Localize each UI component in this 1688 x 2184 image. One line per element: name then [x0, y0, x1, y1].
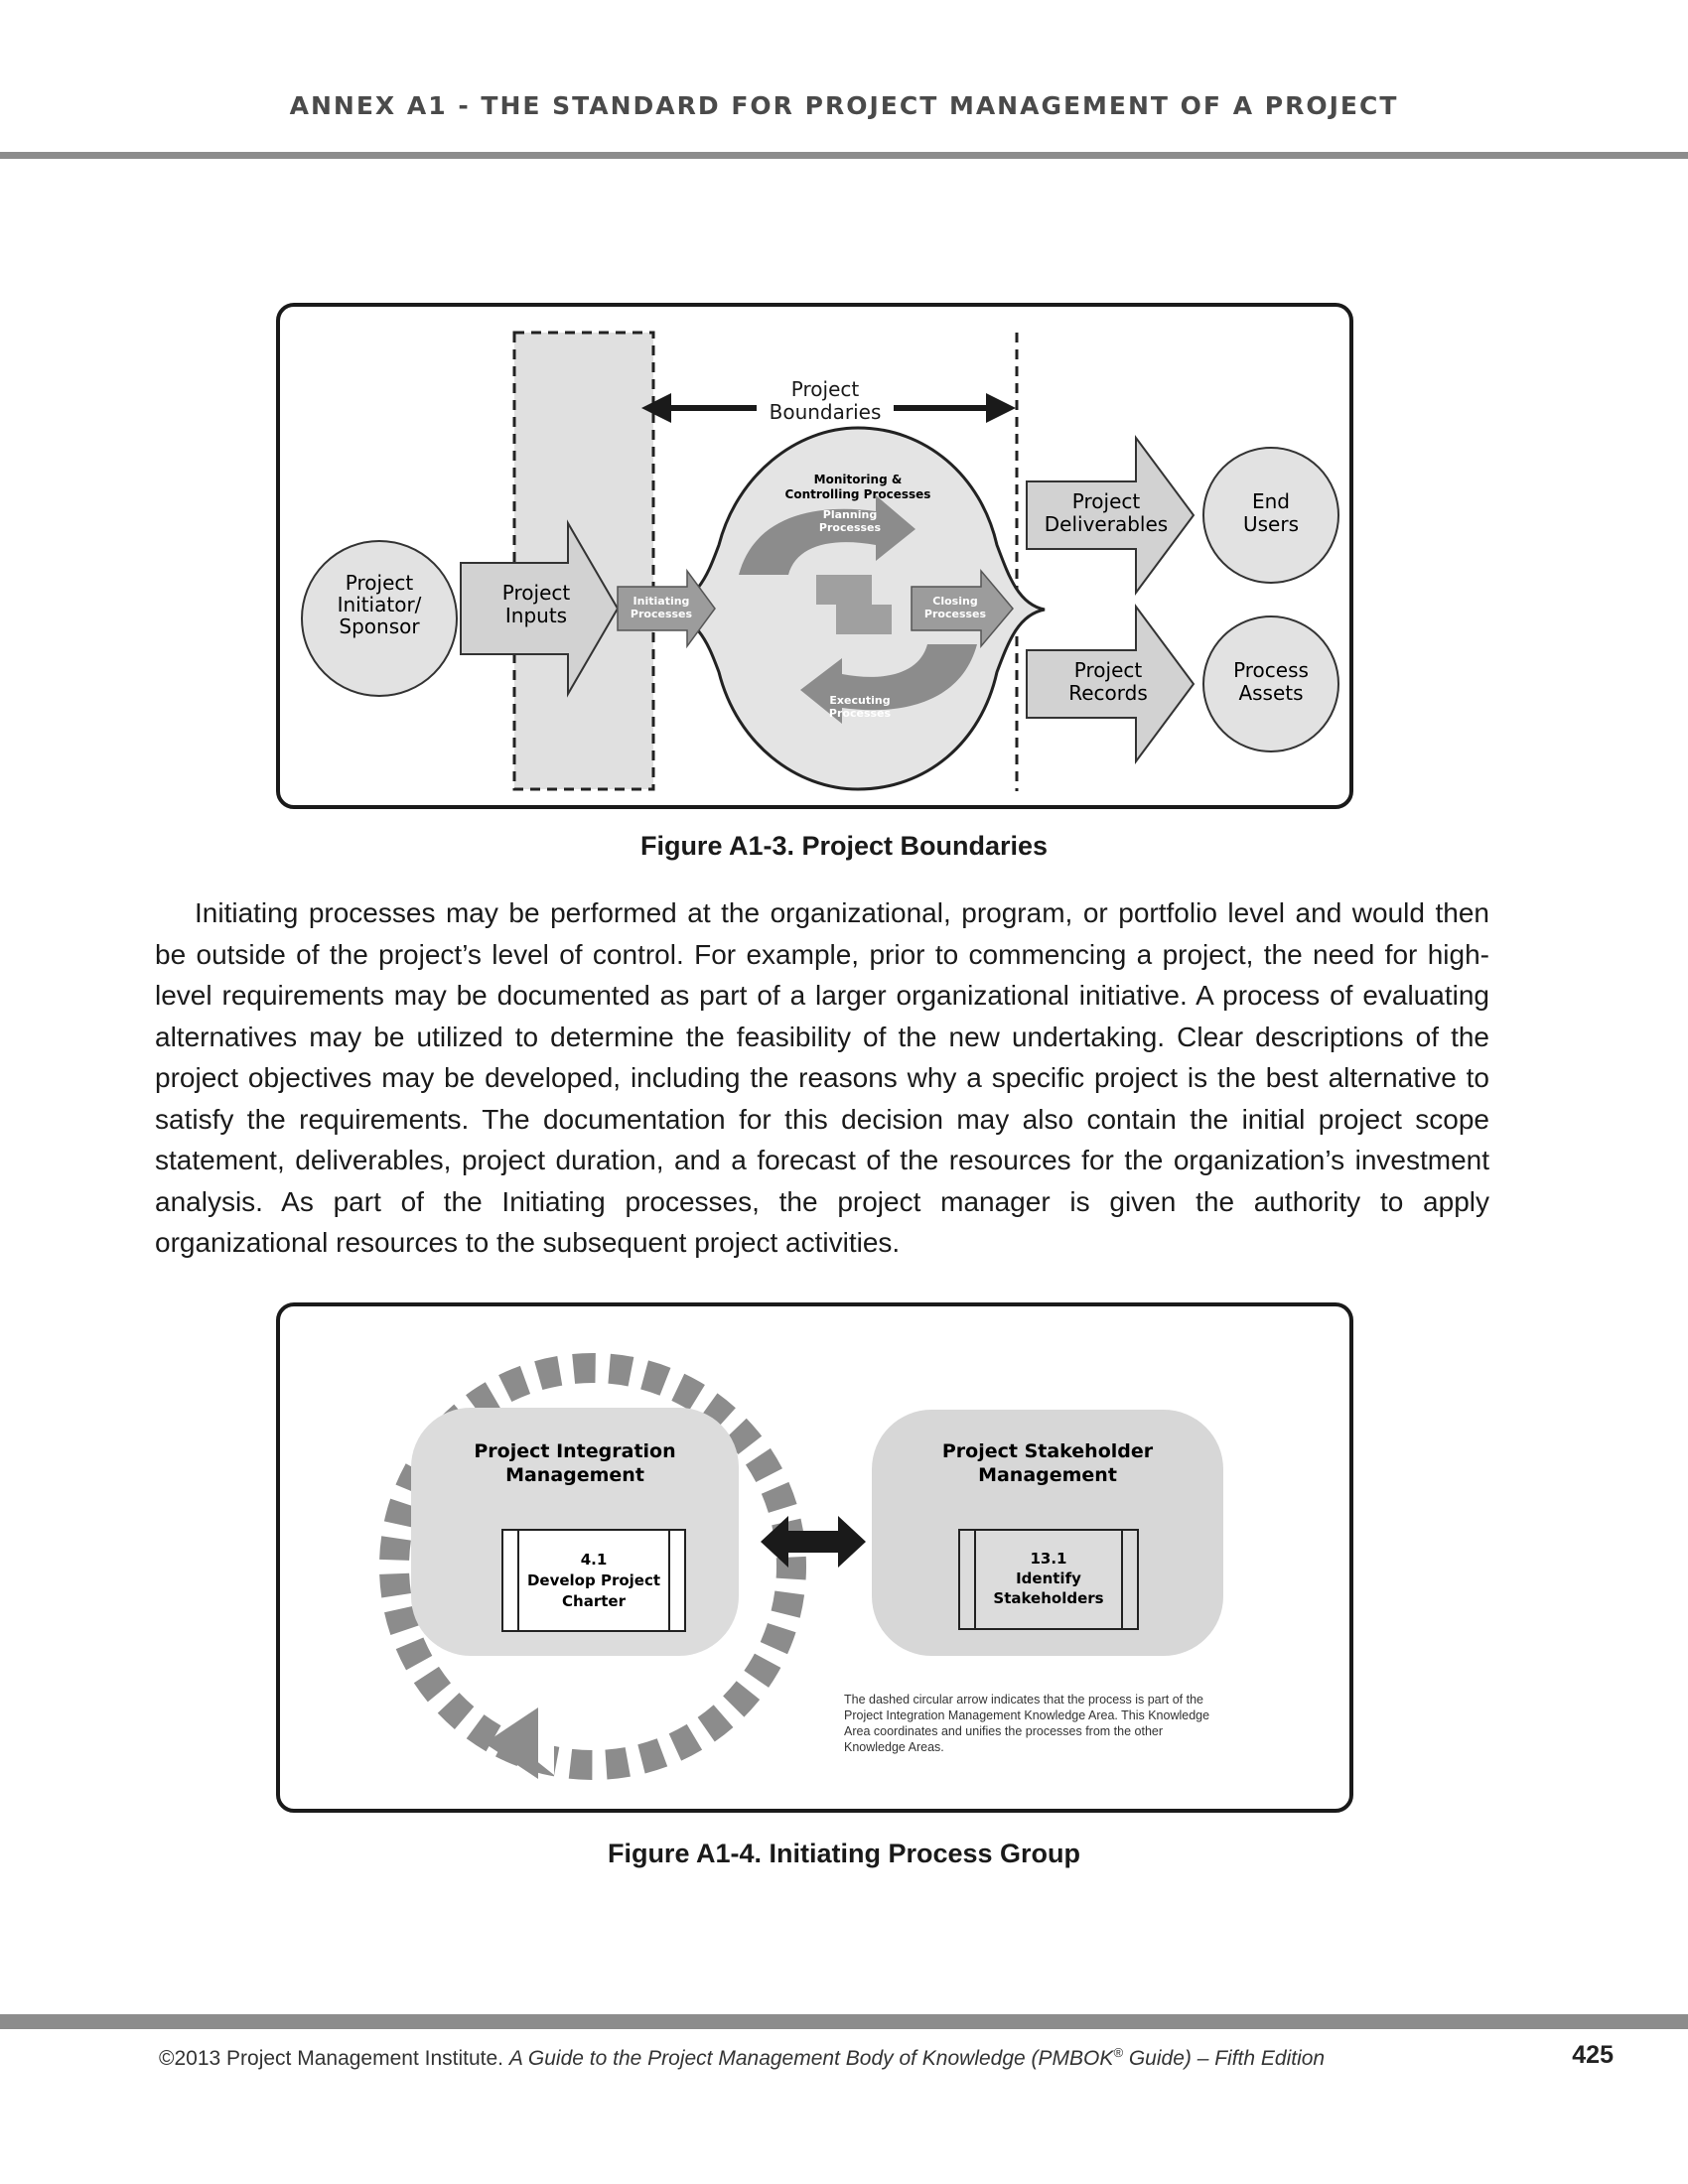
figure-initiating-process-group: Project Integration Management 4.1 Devel… [276, 1302, 1353, 1813]
executing-label-line1: Executing [829, 694, 890, 707]
boundary-label-line2: Boundaries [770, 400, 882, 424]
bidirectional-arrow [761, 1516, 866, 1568]
monitoring-label-line2: Controlling Processes [785, 487, 931, 501]
deliverables-label-line1: Project [1072, 489, 1141, 513]
footer-citation: ©2013 Project Management Institute. A Gu… [159, 2045, 1325, 2071]
initiating-arrow [617, 568, 716, 649]
integration-title-line2: Management [505, 1464, 644, 1486]
page-header: ANNEX A1 - THE STANDARD FOR PROJECT MANA… [289, 91, 1399, 120]
end-users-label-line2: Users [1243, 512, 1299, 536]
process-cycle-core [816, 575, 892, 634]
footer-book-edition: Guide) – Fifth Edition [1123, 2047, 1326, 2070]
circular-arrow-head [485, 1707, 538, 1779]
process-4-1-box: 4.1 Develop Project Charter [501, 1529, 686, 1632]
executing-label-line2: Processes [829, 707, 892, 720]
monitoring-label-line1: Monitoring & [814, 473, 903, 486]
records-label-line1: Project [1074, 658, 1143, 682]
figure2-note: The dashed circular arrow indicates that… [844, 1693, 1209, 1754]
closing-label-line1: Closing [932, 595, 977, 608]
integration-title-line1: Project Integration [474, 1440, 675, 1462]
planning-arrow [739, 495, 915, 575]
records-label-line2: Records [1068, 681, 1148, 705]
project-deliverables-arrow [1026, 434, 1196, 597]
page-number: 425 [1572, 2041, 1614, 2069]
process-13-1-number: 13.1 [1030, 1550, 1066, 1568]
planning-label-line2: Processes [819, 521, 882, 534]
closing-arrow [911, 568, 1014, 649]
figure1-caption: Figure A1-3. Project Boundaries [639, 831, 1049, 861]
footer-book-title: A Guide to the Project Management Body o… [508, 2045, 1326, 2070]
initiating-process-group-diagram: Project Integration Management 4.1 Devel… [379, 1353, 1223, 1780]
footer-book-title-main: A Guide to the Project Management Body o… [508, 2047, 1114, 2070]
end-users-node [1202, 447, 1339, 584]
footer-rule [0, 2014, 1688, 2029]
inputs-label-line2: Inputs [505, 604, 567, 627]
deliverables-label-line2: Deliverables [1045, 512, 1168, 536]
process-13-1-line2: Stakeholders [993, 1589, 1103, 1607]
process-4-1-number: 4.1 [581, 1551, 608, 1569]
process-4-1-line2: Charter [562, 1592, 627, 1610]
executing-arrow [800, 644, 977, 724]
process-13-1-line1: Identify [1016, 1570, 1081, 1587]
process-assets-label-line2: Assets [1238, 681, 1303, 705]
project-boundaries-diagram: Project Boundaries Project Initiator/ Sp… [301, 331, 1339, 791]
dashed-circular-arrow [379, 1353, 806, 1780]
initiator-label-line1: Project [346, 571, 414, 595]
initiating-label-line2: Processes [631, 608, 693, 620]
header-rule [0, 152, 1688, 159]
initiator-label-line3: Sponsor [339, 614, 420, 638]
process-assets-label-line1: Process [1233, 658, 1309, 682]
note-line4: Knowledge Areas. [844, 1740, 944, 1754]
project-records-arrow [1026, 603, 1196, 765]
note-line2: Project Integration Management Knowledge… [844, 1708, 1209, 1722]
note-line3: Area coordinates and unifies the process… [844, 1724, 1163, 1738]
figure2-caption: Figure A1-4. Initiating Process Group [607, 1839, 1081, 1868]
closing-label-line2: Processes [924, 608, 987, 620]
initiator-node [301, 540, 458, 697]
boundary-label-line1: Project [791, 377, 860, 401]
initiating-label-line1: Initiating [633, 595, 690, 608]
note-line1: The dashed circular arrow indicates that… [844, 1693, 1203, 1706]
process-4-1-line1: Develop Project [527, 1571, 660, 1589]
initiator-label-line2: Initiator/ [338, 593, 422, 616]
planning-label-line1: Planning [823, 508, 877, 521]
project-inputs-arrow [460, 519, 620, 698]
stakeholder-title-line1: Project Stakeholder [942, 1440, 1154, 1462]
process-13-1-box: 13.1 Identify Stakeholders [958, 1529, 1139, 1630]
body-paragraph: Initiating processes may be performed at… [155, 897, 1489, 1258]
figure-project-boundaries: Project Boundaries Project Initiator/ Sp… [276, 303, 1353, 809]
process-assets-node [1202, 615, 1339, 752]
footer-copyright: ©2013 Project Management Institute. [159, 2047, 509, 2070]
end-users-label-line1: End [1252, 489, 1290, 513]
inputs-label-line1: Project [502, 581, 571, 605]
stakeholder-title-line2: Management [978, 1464, 1117, 1486]
footer-registered-mark: ® [1113, 2045, 1123, 2060]
